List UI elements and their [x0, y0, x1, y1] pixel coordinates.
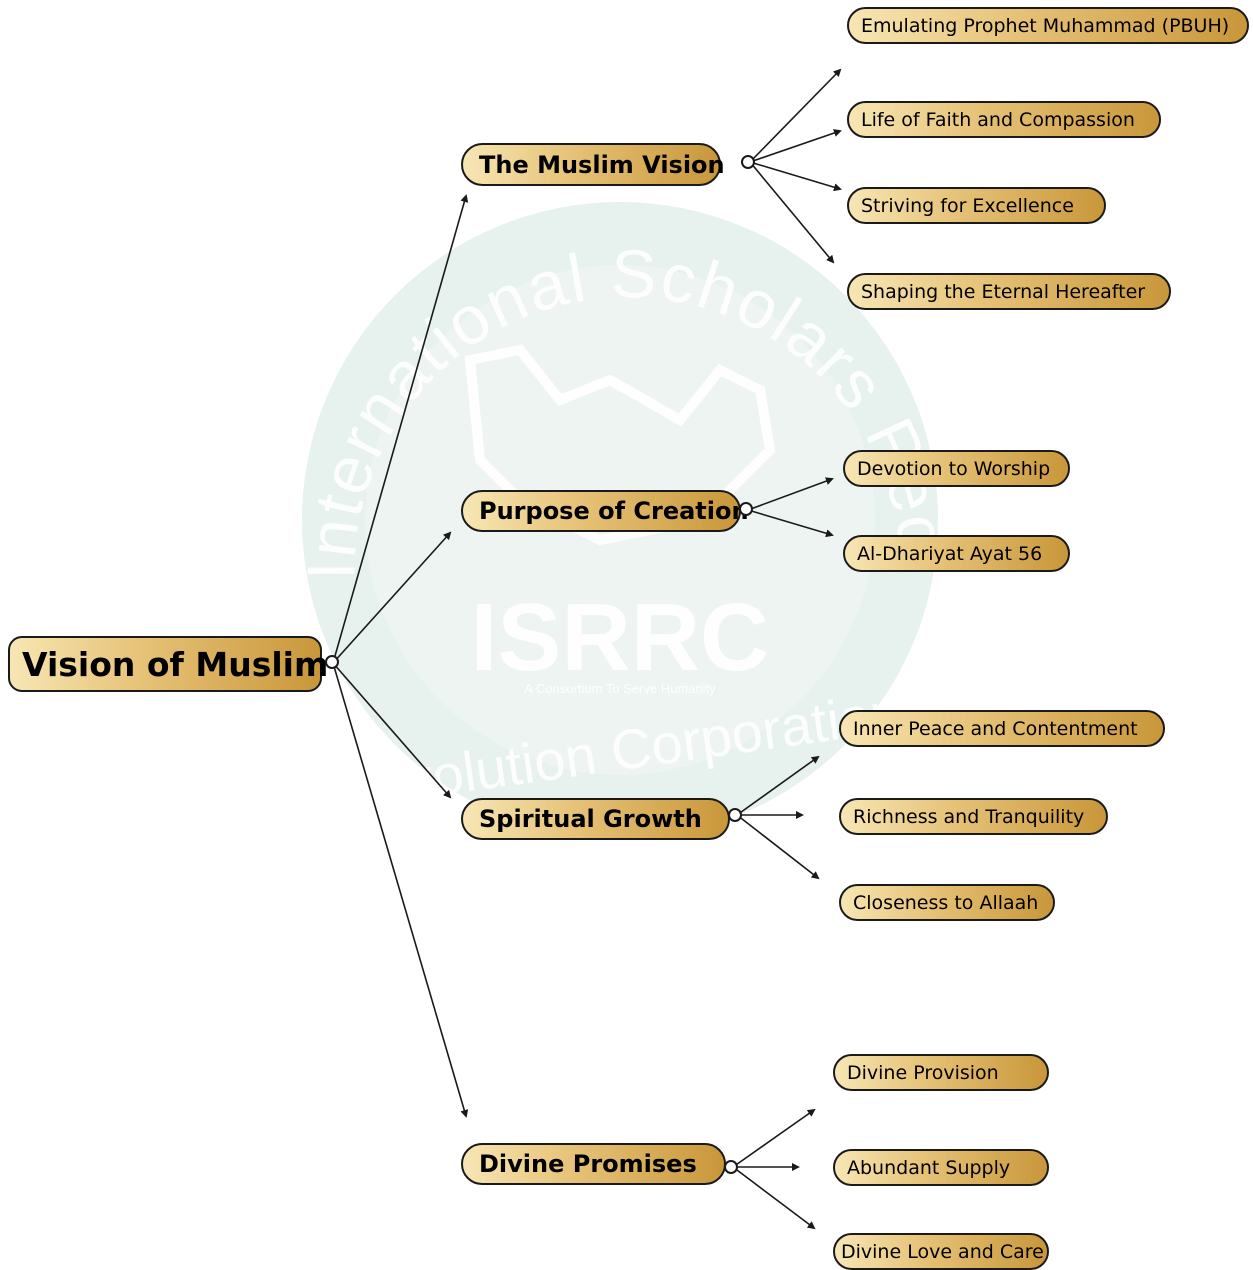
leaf-label: Richness and Tranquility	[853, 805, 1085, 828]
leaf-label: Emulating Prophet Muhammad (PBUH)	[861, 14, 1230, 37]
leaf-node-richness-tranquility[interactable]: Richness and Tranquility	[839, 798, 1108, 835]
leaf-node-striving-excellence[interactable]: Striving for Excellence	[847, 187, 1106, 224]
edge-growth-child-3	[736, 814, 820, 880]
leaf-label: Life of Faith and Compassion	[861, 108, 1135, 131]
watermark-tagline: A Consortium To Serve Humanity	[524, 681, 716, 696]
root-node-label: Vision of Muslim	[22, 644, 329, 684]
branch-connector-circle	[739, 502, 753, 516]
branch-label: Purpose of Creation	[479, 497, 749, 525]
edge-root-to-divine-promises	[332, 662, 469, 1118]
leaf-label: Divine Provision	[847, 1061, 999, 1084]
edge-purpose-child-1	[747, 477, 834, 511]
leaf-node-divine-love-care[interactable]: Divine Love and Care	[833, 1233, 1049, 1270]
branch-node-divine-promises[interactable]: Divine Promises	[461, 1143, 726, 1185]
branch-connector-circle	[741, 155, 755, 169]
leaf-node-faith-compassion[interactable]: Life of Faith and Compassion	[847, 101, 1161, 138]
leaf-label: Abundant Supply	[847, 1156, 1011, 1179]
edge-vision-child-2	[749, 129, 842, 163]
edge-root-to-purpose	[332, 531, 452, 664]
watermark-acronym: ISRRC	[471, 584, 770, 691]
leaf-label: Devotion to Worship	[857, 457, 1051, 480]
edge-promises-child-3	[732, 1166, 816, 1230]
edge-growth-child-1	[736, 755, 820, 816]
branch-node-spiritual-growth[interactable]: Spiritual Growth	[461, 798, 730, 840]
branch-label: Divine Promises	[479, 1150, 697, 1178]
edge-root-to-muslim-vision	[332, 194, 469, 664]
edge-vision-child-1	[749, 68, 842, 163]
leaf-node-eternal-hereafter[interactable]: Shaping the Eternal Hereafter	[847, 273, 1171, 310]
leaf-node-closeness-allaah[interactable]: Closeness to Allaah	[839, 884, 1055, 921]
edge-purpose-child-2	[747, 509, 834, 538]
root-connector-circle	[325, 655, 339, 669]
leaf-label: Divine Love and Care	[841, 1240, 1044, 1263]
branch-connector-circle	[728, 808, 742, 822]
leaf-node-emulating-prophet[interactable]: Emulating Prophet Muhammad (PBUH)	[847, 7, 1249, 44]
edge-promises-child-1	[732, 1108, 816, 1168]
leaf-node-inner-peace[interactable]: Inner Peace and Contentment	[839, 710, 1165, 747]
leaf-label: Closeness to Allaah	[853, 891, 1039, 914]
leaf-node-divine-provision[interactable]: Divine Provision	[833, 1054, 1049, 1091]
edge-root-to-spiritual-growth	[332, 662, 452, 799]
branch-node-purpose-of-creation[interactable]: Purpose of Creation	[461, 490, 749, 532]
leaf-node-devotion-worship[interactable]: Devotion to Worship	[843, 450, 1070, 487]
leaf-label: Shaping the Eternal Hereafter	[861, 280, 1146, 303]
edge-vision-child-3	[749, 161, 842, 192]
branch-connector-circle	[724, 1160, 738, 1174]
edge-vision-child-4	[749, 161, 835, 264]
leaf-label: Inner Peace and Contentment	[853, 717, 1138, 740]
leaf-label: Al-Dhariyat Ayat 56	[857, 542, 1043, 565]
branch-label: Spiritual Growth	[479, 805, 702, 833]
leaf-node-al-dhariyat[interactable]: Al-Dhariyat Ayat 56	[843, 535, 1070, 572]
branch-node-muslim-vision[interactable]: The Muslim Vision	[461, 143, 725, 186]
leaf-label: Striving for Excellence	[861, 194, 1074, 217]
branch-label: The Muslim Vision	[479, 150, 725, 179]
root-node[interactable]: Vision of Muslim	[8, 636, 328, 692]
leaf-node-abundant-supply[interactable]: Abundant Supply	[833, 1149, 1049, 1186]
